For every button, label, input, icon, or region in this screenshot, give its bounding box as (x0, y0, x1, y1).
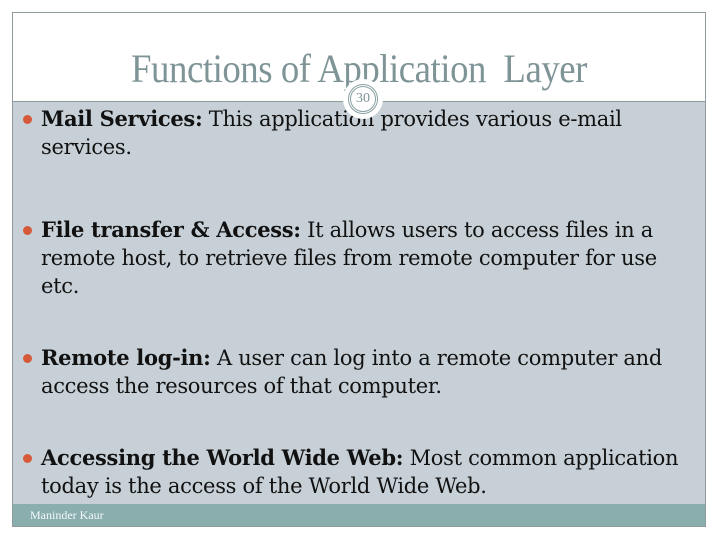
page-number-badge: 30 (343, 79, 383, 119)
page-number-ring-icon: 30 (348, 84, 378, 114)
bullet-text: It allows users to access files in a rem… (41, 218, 657, 298)
bullet-term: Mail Services: (41, 106, 203, 131)
bullet-text: Most common application today is the acc… (41, 446, 679, 498)
bullet-item: File transfer & Access: It allows users … (23, 216, 701, 300)
bullet-term: Accessing the World Wide Web: (41, 445, 404, 470)
bullet-item: Remote log-in: A user can log into a rem… (23, 344, 701, 400)
slide-title: Functions of Application Layer (131, 46, 587, 91)
page-number: 30 (356, 91, 370, 106)
bullet-term: Remote log-in: (41, 345, 211, 370)
bullet-term: File transfer & Access: (41, 217, 301, 242)
title-area: Functions of Application Layer (13, 13, 705, 102)
footer-author: Maninder Kaur (30, 508, 104, 522)
bullet-dot-icon (23, 115, 32, 124)
bullet-item: Accessing the World Wide Web: Most commo… (23, 444, 701, 500)
bullet-dot-icon (23, 226, 32, 235)
bullet-item: Mail Services: This application provides… (23, 105, 701, 161)
bullet-dot-icon (23, 354, 32, 363)
content-area: Mail Services: This application provides… (13, 102, 705, 504)
slide: Functions of Application Layer 30 Mail S… (12, 12, 706, 527)
bullet-text: This application provides various e-mail… (41, 107, 622, 159)
footer-band: Maninder Kaur (13, 504, 705, 526)
bullet-dot-icon (23, 454, 32, 463)
bullet-text: A user can log into a remote computer an… (41, 346, 663, 398)
